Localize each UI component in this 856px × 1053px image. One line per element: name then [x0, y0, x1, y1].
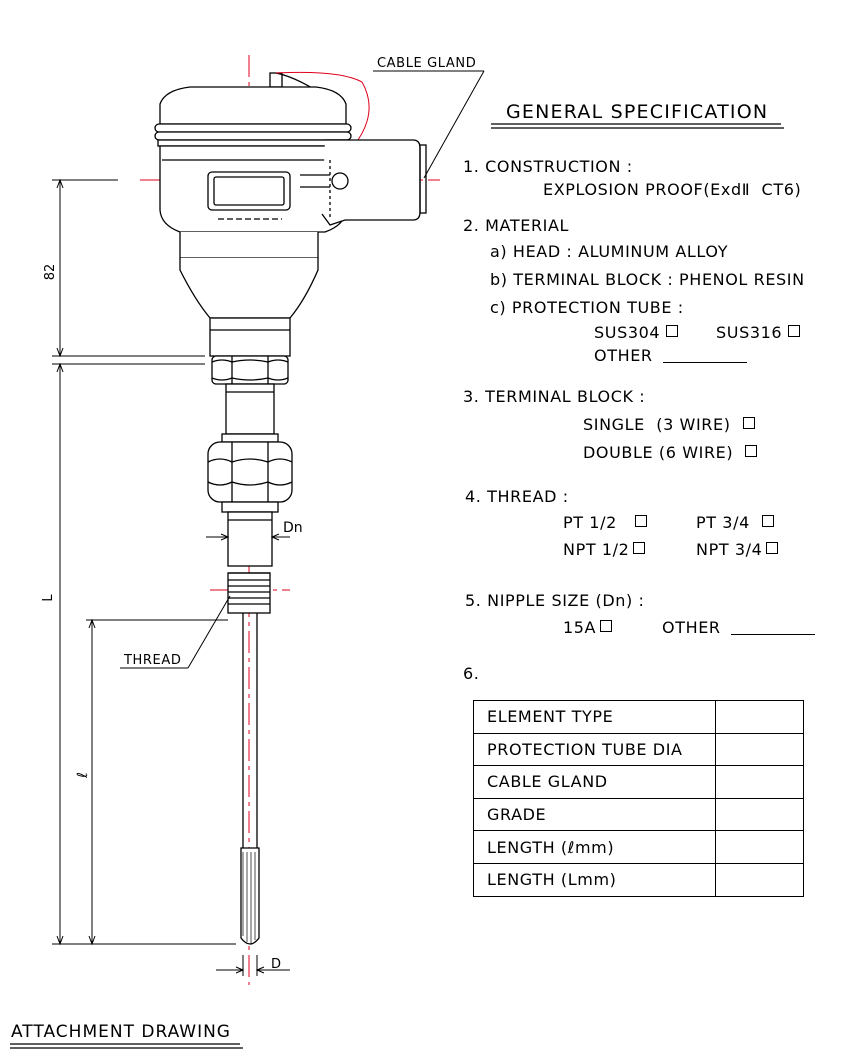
table-row-label: GRADE — [473, 797, 716, 832]
nipple-size-heading: 5. NIPPLE SIZE (Dn) : — [465, 591, 645, 610]
construction-heading: 1. CONSTRUCTION : — [463, 157, 633, 176]
nipple — [225, 383, 275, 435]
option-single: SINGLE (3 WIRE) — [583, 415, 755, 434]
table-row-value[interactable] — [715, 797, 804, 832]
thread-heading: 4. THREAD : — [465, 487, 569, 506]
table-row: ELEMENT TYPE — [473, 700, 804, 734]
option-pt12: PT 1/2 — [563, 513, 647, 532]
spec-title: GENERAL SPECIFICATION — [506, 101, 769, 123]
thread-label: THREAD — [123, 653, 181, 668]
table-row: PROTECTION TUBE DIA — [473, 732, 804, 767]
dim-Dn-label: Dn — [283, 520, 303, 536]
section-6-heading: 6. — [463, 664, 480, 683]
title-underlines — [10, 123, 784, 1049]
option-nipple-other: OTHER — [662, 618, 815, 637]
table-row-label: CABLE GLAND — [473, 765, 716, 799]
table-row-label: ELEMENT TYPE — [473, 700, 716, 734]
material-terminal-block: b) TERMINAL BLOCK : PHENOL RESIN — [490, 270, 805, 289]
dim-l-label: ℓ — [75, 772, 91, 779]
table-row-value[interactable] — [715, 732, 804, 767]
option-pt34: PT 3/4 — [696, 513, 774, 532]
upper-hex-nut — [211, 355, 289, 385]
option-sus304: SUS304 — [594, 323, 679, 342]
spec-table: ELEMENT TYPE PROTECTION TUBE DIA CABLE G… — [473, 700, 804, 897]
a15-label: 15A — [563, 618, 597, 637]
pt34-checkbox[interactable] — [761, 515, 774, 527]
material-heading: 2. MATERIAL — [463, 216, 570, 235]
dimension-lines — [52, 70, 485, 976]
cable-gland-label: CABLE GLAND — [377, 56, 476, 71]
thread-section — [227, 572, 271, 614]
npt12-label: NPT 1/2 — [563, 540, 630, 559]
sus316-checkbox[interactable] — [788, 325, 801, 337]
double-label: DOUBLE (6 WIRE) — [583, 443, 734, 462]
union-hex-fitting — [207, 433, 293, 513]
material-other-blank[interactable] — [662, 348, 747, 363]
option-15a: 15A — [563, 618, 613, 637]
double-checkbox[interactable] — [745, 445, 758, 457]
attachment-drawing-title: ATTACHMENT DRAWING — [11, 1022, 231, 1042]
option-sus316: SUS316 — [716, 323, 801, 342]
material-head: a) HEAD : ALUMINUM ALLOY — [490, 242, 729, 261]
sus304-checkbox[interactable] — [666, 325, 679, 337]
protection-tube — [240, 613, 260, 945]
table-row: CABLE GLAND — [473, 765, 804, 799]
table-row: LENGTH (ℓmm) — [473, 830, 804, 864]
pt12-checkbox[interactable] — [634, 515, 647, 527]
option-npt34: NPT 3/4 — [696, 540, 779, 559]
table-row-value[interactable] — [715, 700, 804, 734]
npt12-checkbox[interactable] — [633, 542, 646, 554]
lower-nipple — [227, 511, 273, 567]
option-double: DOUBLE (6 WIRE) — [583, 443, 758, 462]
dim-D-label: D — [271, 957, 281, 972]
nipple-other-blank[interactable] — [730, 620, 815, 635]
single-label: SINGLE (3 WIRE) — [583, 415, 731, 434]
dim-L-label: L — [41, 594, 56, 602]
table-row-label: PROTECTION TUBE DIA — [473, 732, 716, 767]
table-row-label: LENGTH (Lmm) — [473, 862, 716, 897]
single-checkbox[interactable] — [742, 417, 755, 429]
option-material-other: OTHER — [594, 346, 747, 365]
npt34-label: NPT 3/4 — [696, 540, 763, 559]
table-row-value[interactable] — [715, 765, 804, 799]
nipple-other-label: OTHER — [662, 618, 721, 637]
table-row-value[interactable] — [715, 830, 804, 864]
npt34-checkbox[interactable] — [766, 542, 779, 554]
table-row: LENGTH (Lmm) — [473, 862, 804, 897]
cover-cap — [154, 71, 370, 147]
head-neck — [179, 232, 319, 357]
terminal-head — [159, 139, 427, 233]
table-row-value[interactable] — [715, 862, 804, 897]
option-sus316-label: SUS316 — [716, 323, 783, 342]
option-npt12: NPT 1/2 — [563, 540, 646, 559]
dim-82-label: 82 — [43, 264, 58, 281]
construction-value: EXPLOSION PROOF(ExdⅡ CT6) — [543, 180, 802, 199]
a15-checkbox[interactable] — [600, 620, 613, 632]
option-sus304-label: SUS304 — [594, 323, 661, 342]
material-other-label: OTHER — [594, 346, 653, 365]
pt34-label: PT 3/4 — [696, 513, 750, 532]
material-protection-tube: c) PROTECTION TUBE : — [490, 298, 684, 317]
table-row-label: LENGTH (ℓmm) — [473, 830, 716, 864]
table-row: GRADE — [473, 797, 804, 832]
pt12-label: PT 1/2 — [563, 513, 617, 532]
terminal-block-heading: 3. TERMINAL BLOCK : — [463, 387, 646, 406]
